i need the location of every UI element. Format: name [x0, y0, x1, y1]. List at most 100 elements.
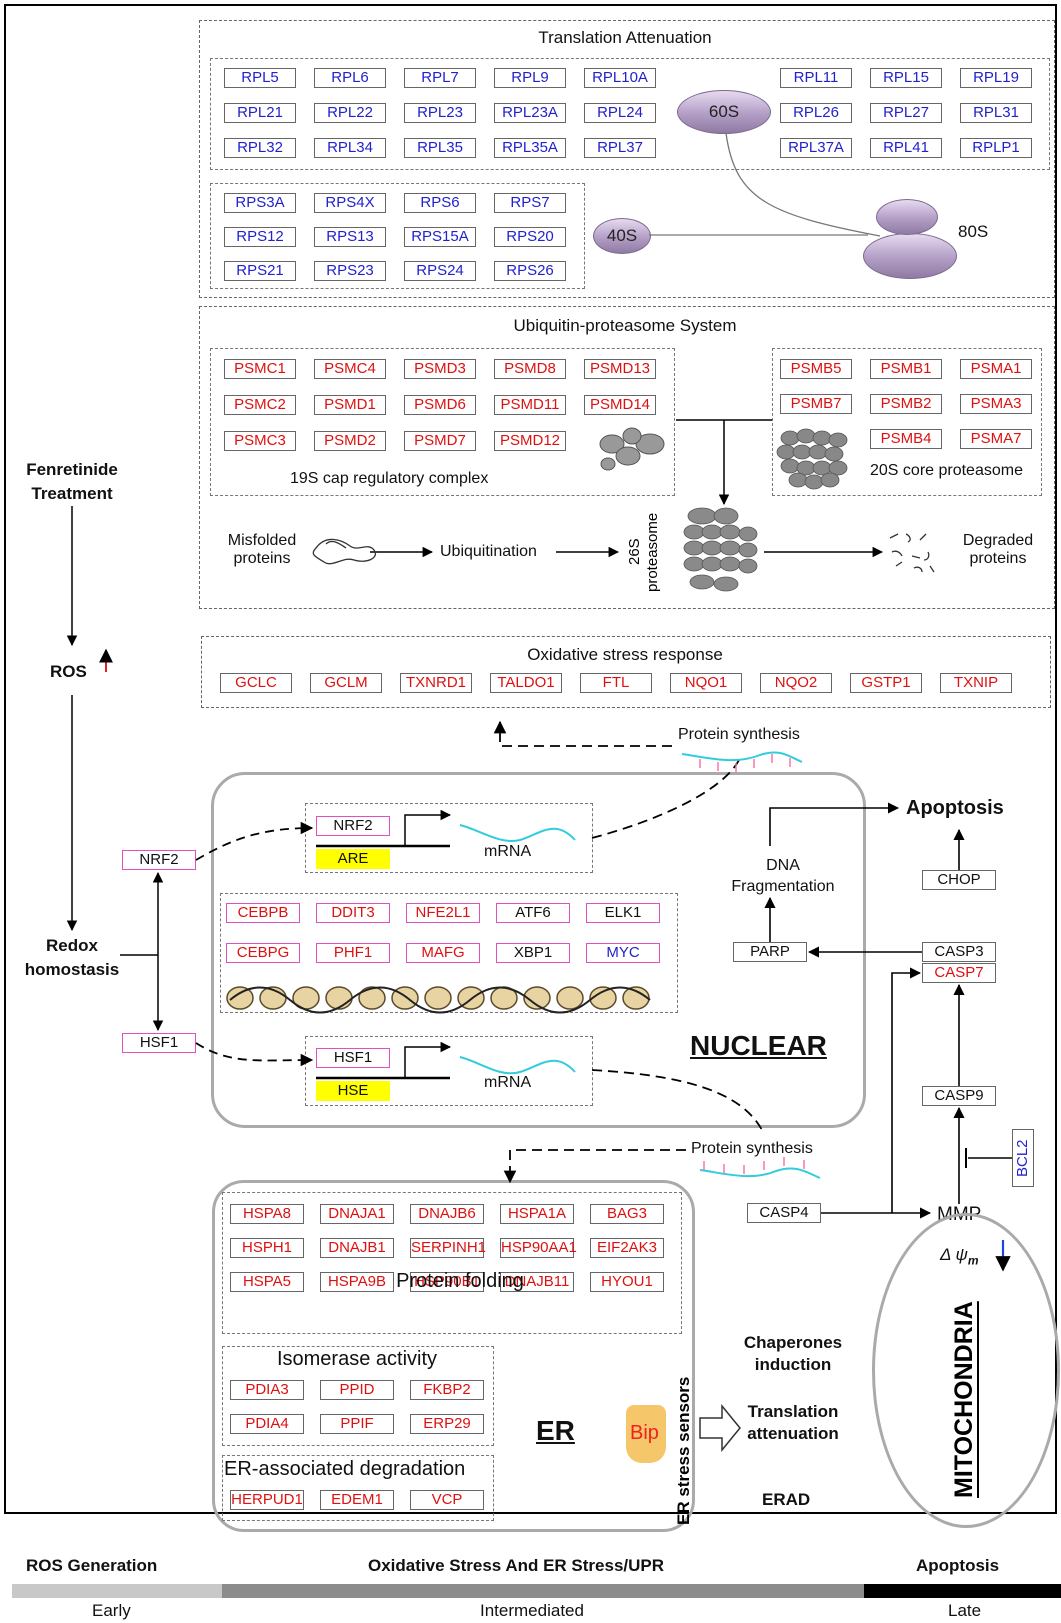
core-label: 20S core proteasome	[870, 462, 1023, 479]
cap-group-box	[210, 348, 675, 496]
gene-ftl: FTL	[580, 673, 652, 693]
arrow-mrna-protein-synthesis-top	[591, 757, 741, 839]
erad-group-box	[222, 1455, 494, 1521]
nucleosome	[358, 986, 386, 1010]
protein-synthesis-bottom: Protein synthesis	[691, 1140, 813, 1157]
gene-psmd14: PSMD14	[584, 395, 656, 415]
gene-rpl22: RPL22	[314, 103, 386, 123]
chop-box: CHOP	[922, 870, 996, 890]
timeline-bar-intermediate	[222, 1584, 864, 1598]
ribosome-80s-label: 80S	[958, 222, 989, 241]
degraded-fragments-icon	[889, 533, 935, 573]
er-compartment	[212, 1180, 695, 1532]
gene-ppid: PPID	[320, 1380, 394, 1400]
gene-rps12: RPS12	[224, 227, 296, 247]
ribosome-60s: 60S	[677, 90, 771, 134]
rpl-group-box	[210, 58, 1050, 170]
hsf1-nuclear: HSF1	[316, 1048, 390, 1068]
mrna-label-1: mRNA	[484, 843, 532, 860]
tss-arrow-nrf2	[404, 809, 452, 846]
gene-psma1: PSMA1	[960, 359, 1032, 379]
gene-rps7: RPS7	[494, 193, 566, 213]
hsf1-cytoplasm: HSF1	[122, 1033, 196, 1053]
translation-attenuation-label: Translation attenuation	[747, 1402, 839, 1443]
ribosome-60s-label: 60S	[708, 102, 740, 121]
gene-psmd7: PSMD7	[404, 431, 476, 451]
er-output-hollow-arrow	[699, 1403, 741, 1453]
arrow-nrf2-into-nucleus	[195, 821, 314, 861]
gene-rps21: RPS21	[224, 261, 296, 281]
mrna-label-2: mRNA	[484, 1074, 532, 1091]
gene-edem1: EDEM1	[320, 1490, 394, 1510]
gene-psmd13: PSMD13	[584, 359, 656, 379]
casp7-box: CASP7	[922, 963, 996, 983]
gene-hyou1: HYOU1	[590, 1272, 664, 1292]
ubiquitination-label: Ubiquitination	[440, 543, 537, 560]
ribbon-bottom	[699, 1167, 821, 1179]
gene-rps3a: RPS3A	[224, 193, 296, 213]
gene-psmc2: PSMC2	[224, 395, 296, 415]
gene-hspa9b: HSPA9B	[320, 1272, 394, 1292]
apoptosis-label: Apoptosis	[906, 797, 1004, 819]
bip-label: Bip	[630, 1422, 659, 1444]
gene-rpl15: RPL15	[870, 68, 942, 88]
gene-fkbp2: FKBP2	[410, 1380, 484, 1400]
timeline-late: Late	[948, 1601, 982, 1620]
gene-herpud1: HERPUD1	[230, 1490, 304, 1510]
gene-rps24: RPS24	[404, 261, 476, 281]
nucleosome	[226, 986, 254, 1010]
gene-rpl9: RPL9	[494, 68, 566, 88]
gene-psmb7: PSMB7	[780, 394, 852, 414]
gene-rps13: RPS13	[314, 227, 386, 247]
ups-section	[199, 306, 1055, 609]
gene-rpl27: RPL27	[870, 103, 942, 123]
fenretinide-label: Fenretinide Treatment	[26, 460, 118, 503]
ups-title: Ubiquitin-proteasome System	[513, 316, 737, 335]
gene-hsp90aa1: HSP90AA1	[500, 1238, 577, 1258]
19s-cap-icon	[599, 427, 665, 471]
gene-gclm: GCLM	[310, 673, 382, 693]
gene-rpl6: RPL6	[314, 68, 386, 88]
rps-group-box	[210, 183, 585, 289]
gene-rpl23a: RPL23A	[494, 103, 566, 123]
gene-hsp90b1: HSP90B1	[410, 1272, 484, 1292]
casp3-box: CASP3	[922, 942, 996, 962]
gene-psmd3: PSMD3	[404, 359, 476, 379]
gene-psmb5: PSMB5	[780, 359, 852, 379]
timeline-oxidative: Oxidative Stress And ER Stress/UPR	[368, 1556, 665, 1575]
gene-rps4x: RPS4X	[314, 193, 386, 213]
ribbon-top-ticks	[699, 754, 791, 772]
tss-arrow-hsf1	[404, 1041, 452, 1078]
gene-rps6: RPS6	[404, 193, 476, 213]
gene-nqo1: NQO1	[670, 673, 742, 693]
mrna-wave-nrf2	[459, 824, 576, 842]
misfolded-label: Misfolded proteins	[227, 532, 297, 567]
chaperones-label: Chaperones induction	[743, 1333, 843, 1374]
casp9-box: CASP9	[922, 1086, 996, 1106]
gene-cebpg: CEBPG	[226, 943, 300, 963]
nrf2-nuclear: NRF2	[316, 816, 390, 836]
gene-rps23: RPS23	[314, 261, 386, 281]
core-group-box	[772, 348, 1042, 496]
gene-ppif: PPIF	[320, 1414, 394, 1434]
nucleosome	[325, 986, 353, 1010]
gene-bag3: BAG3	[590, 1204, 664, 1224]
gene-erp29: ERP29	[410, 1414, 484, 1434]
gene-rpl10a: RPL10A	[584, 68, 656, 88]
gene-psmd2: PSMD2	[314, 431, 386, 451]
ros-label: ROS	[50, 662, 87, 681]
26s-proteasome-icon	[683, 507, 758, 592]
gene-rpl31: RPL31	[960, 103, 1032, 123]
gene-rpl5: RPL5	[224, 68, 296, 88]
timeline-apoptosis: Apoptosis	[916, 1556, 1000, 1575]
oxidative-title: Oxidative stress response	[527, 645, 723, 664]
gene-psmb1: PSMB1	[870, 359, 942, 379]
gene-eif2ak3: EIF2AK3	[590, 1238, 664, 1258]
gene-dnajb1: DNAJB1	[320, 1238, 394, 1258]
gene-rps15a: RPS15A	[404, 227, 476, 247]
gene-elk1: ELK1	[586, 903, 660, 923]
gene-psmb4: PSMB4	[870, 429, 942, 449]
arrow-synthesis-oxidative	[493, 720, 672, 747]
gene-rpl19: RPL19	[960, 68, 1032, 88]
